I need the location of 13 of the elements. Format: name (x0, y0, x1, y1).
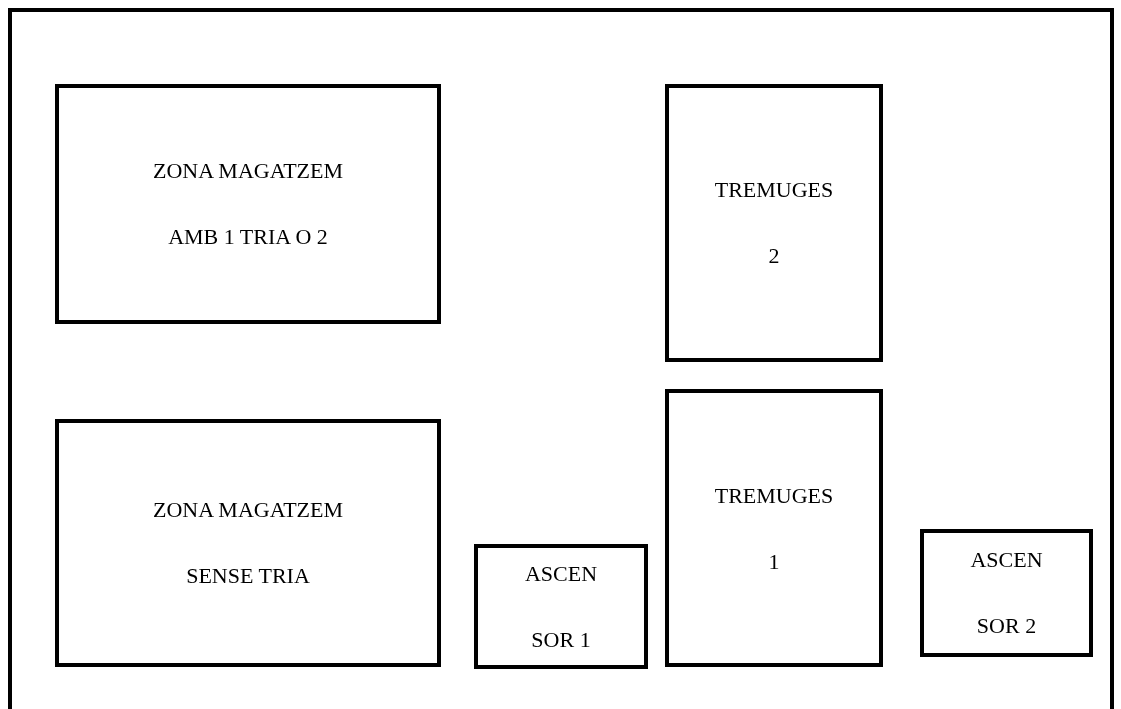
zone-label: ZONA MAGATZEM SENSE TRIA (151, 496, 345, 590)
zone-box (920, 529, 1093, 657)
zone-box (55, 419, 441, 667)
zone-label: ZONA MAGATZEM AMB 1 TRIA O 2 (151, 157, 345, 251)
zone-box (665, 389, 883, 667)
zone-label: ASCEN SOR 1 (523, 559, 599, 654)
zone-box (55, 84, 441, 324)
frame-border (8, 8, 1114, 709)
zone-box (474, 544, 648, 669)
zone-label: ASCEN SOR 2 (969, 546, 1044, 640)
zone-label: TREMUGES 1 (713, 482, 835, 576)
zone-label: TREMUGES 2 (713, 176, 835, 270)
zone-box (665, 84, 883, 362)
